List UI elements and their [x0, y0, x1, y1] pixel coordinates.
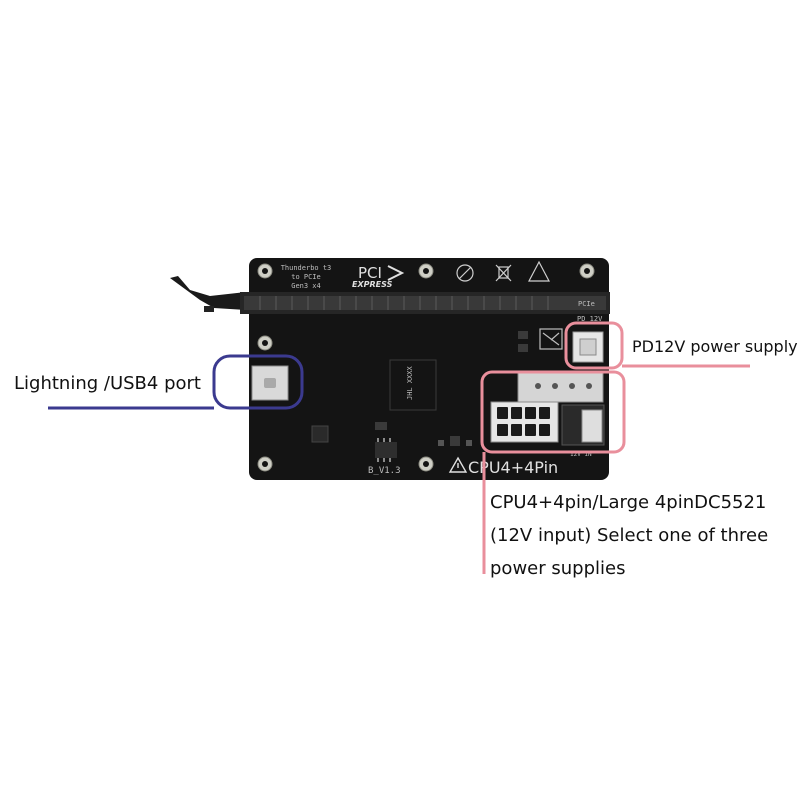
cpu-power-highlight-box: [480, 370, 626, 454]
pcie-latch: [170, 276, 246, 310]
esd-warning-icon: [528, 260, 550, 282]
smd-component: [438, 440, 444, 446]
silkscreen-line2: to PCIe: [291, 273, 321, 281]
smd-component: [375, 422, 387, 430]
smd-component: [466, 440, 472, 446]
pb-free-icon: [456, 264, 474, 282]
brand-logo-icon: [539, 328, 563, 350]
pci-logo-chevron-icon: [387, 265, 405, 281]
callout-cpu-power: CPU4+4pin/Large 4pinDC5521 (12V input) S…: [490, 492, 769, 579]
mounting-holes: [257, 263, 595, 472]
pd12v-tag: PD 12V: [577, 315, 603, 323]
dc-tag: 12V IN: [570, 451, 592, 458]
controller-chip: [389, 359, 437, 411]
pd12v-highlight-box: [564, 321, 624, 370]
chip-marking: JHL XXXX: [406, 365, 414, 400]
usb4-highlight-box: [212, 354, 304, 410]
pci-logo-text: PCI: [358, 264, 382, 282]
smd-component: [311, 425, 329, 443]
pcie-tag: PCIe: [578, 300, 595, 308]
callout-pd12v: PD12V power supply: [632, 337, 798, 356]
pcie-slot-inner: [244, 296, 606, 310]
silkscreen-line1: Thunderbo t3: [281, 264, 332, 272]
pcie-slot-contacts: [259, 296, 549, 310]
smd-component: [518, 344, 528, 352]
cpu-silkscreen-text: CPU4+4Pin: [468, 458, 558, 477]
weee-bin-icon: [495, 264, 512, 282]
smd-component: [450, 436, 460, 446]
silkscreen-line3: Gen3 x4: [291, 282, 321, 290]
version-text: B_V1.3: [368, 466, 401, 476]
latch-stub: [204, 306, 214, 312]
soic-chip: [375, 442, 397, 458]
callout-usb4-port: Lightning /USB4 port: [14, 373, 201, 394]
warning-triangle-icon: [448, 456, 468, 473]
smd-component: [518, 331, 528, 339]
express-text: EXPRESS: [352, 280, 393, 289]
